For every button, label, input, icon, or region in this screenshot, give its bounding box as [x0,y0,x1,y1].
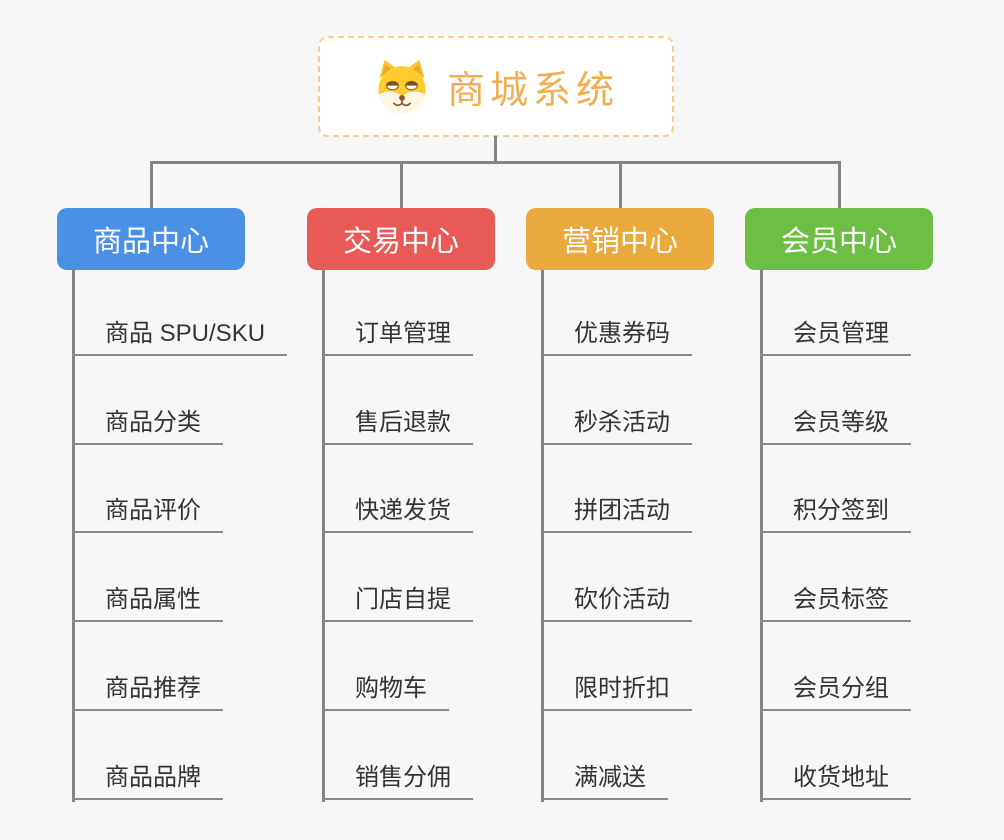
connector-branch-drop [149,161,153,209]
branch-node-1[interactable]: 交易中心 [307,208,495,270]
connector-branch-drop [618,161,622,209]
leaf-topic[interactable]: 商品 SPU/SKU [72,318,288,356]
branch-label: 营销中心 [561,226,678,258]
doge-icon [373,58,431,116]
connector-root-stem [494,136,497,163]
root-title: 商城系统 [446,70,619,112]
leaf-topic[interactable]: 会员等级 [760,407,911,445]
leaf-topic[interactable]: 会员管理 [760,318,911,356]
leaf-topic[interactable]: 商品评价 [72,495,223,533]
branch-node-3[interactable]: 会员中心 [745,208,933,270]
connector-column-line [322,270,325,802]
leaf-topic[interactable]: 优惠券码 [541,318,692,356]
leaf-topic[interactable]: 满减送 [541,762,668,800]
leaf-topic[interactable]: 商品属性 [72,584,223,622]
connector-horizontal-bar [151,161,839,164]
leaf-topic[interactable]: 快递发货 [322,495,473,533]
branch-label: 商品中心 [92,226,209,258]
leaf-topic[interactable]: 拼团活动 [541,495,692,533]
leaf-topic[interactable]: 收货地址 [760,762,911,800]
leaf-topic[interactable]: 砍价活动 [541,584,692,622]
branch-label: 会员中心 [780,226,897,258]
leaf-topic[interactable]: 售后退款 [322,407,473,445]
branch-label: 交易中心 [342,226,459,258]
connector-branch-drop [837,161,841,209]
branch-node-0[interactable]: 商品中心 [57,208,245,270]
leaf-topic[interactable]: 商品品牌 [72,762,223,800]
leaf-topic[interactable]: 订单管理 [322,318,473,356]
connector-column-line [541,270,544,802]
branch-node-2[interactable]: 营销中心 [526,208,714,270]
connector-column-line [72,270,75,802]
leaf-topic[interactable]: 会员分组 [760,673,911,711]
root-node[interactable]: 商城系统 [318,36,674,137]
leaf-topic[interactable]: 销售分佣 [322,762,473,800]
leaf-topic[interactable]: 购物车 [322,673,449,711]
leaf-topic[interactable]: 限时折扣 [541,673,692,711]
leaf-topic[interactable]: 门店自提 [322,584,473,622]
leaf-topic[interactable]: 会员标签 [760,584,911,622]
connector-column-line [760,270,763,802]
leaf-topic[interactable]: 积分签到 [760,495,911,533]
leaf-topic[interactable]: 秒杀活动 [541,407,692,445]
leaf-topic[interactable]: 商品推荐 [72,673,223,711]
leaf-topic[interactable]: 商品分类 [72,407,223,445]
connector-branch-drop [399,161,403,209]
